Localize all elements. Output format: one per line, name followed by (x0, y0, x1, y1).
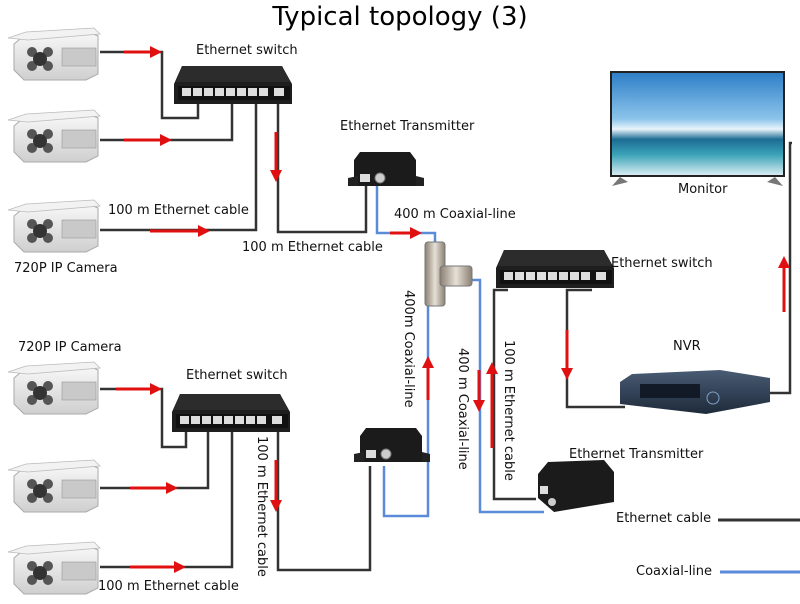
ethernet-transmitter-bottom (353, 427, 431, 463)
bnc-tee-connector (424, 241, 473, 307)
label-transmitter-top: Ethernet Transmitter (340, 119, 475, 134)
ip-camera-3 (7, 199, 101, 253)
cable-cam6-switch (100, 432, 234, 569)
legend-coax-label: Coaxial-line (636, 564, 713, 579)
label-nvr: NVR (673, 339, 701, 354)
coax-tee-bottom-transmitter (382, 305, 430, 518)
ip-camera-1 (7, 27, 101, 81)
ethernet-switch-top (174, 66, 292, 104)
ethernet-transmitter-bottom-right (538, 460, 614, 512)
label-transmitter-bottom-right: Ethernet Transmitter (569, 447, 704, 462)
label-cable-vertical-right: 100 m Ethernet cable (501, 340, 516, 481)
label-switch-bottom: Ethernet switch (186, 368, 288, 383)
label-switch-right: Ethernet switch (611, 256, 713, 271)
ethernet-switch-right (496, 250, 614, 288)
legend-ethernet-label: Ethernet cable (616, 511, 712, 526)
ip-camera-2 (7, 109, 101, 163)
ip-camera-5 (7, 459, 101, 513)
ip-camera-6 (7, 541, 101, 595)
cable-transmitter-switch-right (492, 288, 536, 501)
nvr-device (620, 370, 770, 414)
cable-switch-nvr (565, 288, 625, 409)
ethernet-transmitter-top (347, 151, 425, 187)
label-coax-vertical-left: 400m Coaxial-line (401, 290, 416, 408)
label-cable-bottom: 100 m Ethernet cable (98, 579, 239, 594)
label-cable-vertical-bottom: 100 m Ethernet cable (254, 436, 269, 577)
diagram-title: Typical topology (3) (272, 2, 528, 32)
label-camera-top: 720P IP Camera (14, 261, 118, 276)
label-coax-vertical-right: 400 m Coaxial-line (455, 348, 470, 470)
cable-nvr-monitor (770, 141, 792, 395)
cable-switch-transmitter-top (276, 104, 368, 234)
label-coax-top: 400 m Coaxial-line (394, 207, 516, 222)
label-cable-top-mid: 100 m Ethernet cable (242, 240, 383, 255)
ethernet-switch-bottom (172, 394, 290, 432)
cable-switch-transmitter-bottom (276, 432, 372, 572)
ip-camera-4 (7, 361, 101, 415)
cable-cam5-switch (100, 432, 210, 490)
label-camera-bottom: 720P IP Camera (18, 340, 122, 355)
label-switch-top: Ethernet switch (196, 43, 298, 58)
cable-cam2-switch (100, 104, 234, 142)
monitor-device (610, 71, 785, 186)
label-cable-top-left: 100 m Ethernet cable (108, 203, 249, 218)
direction-arrows (116, 46, 790, 573)
label-monitor: Monitor (678, 182, 728, 197)
